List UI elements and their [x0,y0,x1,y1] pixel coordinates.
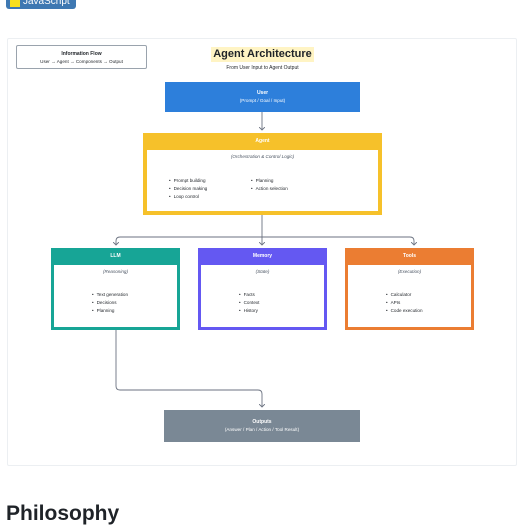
memory-node-body: (State) Facts Context History [201,265,324,327]
language-badge[interactable]: JS JavaScript [6,0,76,9]
agent-node-body: (Orchestration & Control Logic) Prompt b… [147,150,378,211]
information-flow-legend: Information Flow User → Agent → Componen… [16,45,147,69]
llm-node-title: LLM [110,253,121,259]
language-badge-label: JavaScript [23,0,70,7]
llm-node-role: (Reasoning) [102,269,129,274]
user-node: User (Prompt / Goal / Input) [165,82,360,112]
memory-node: Memory (State) Facts Context History [198,248,327,330]
outputs-node-subtitle: (Answer / Plan / Action / Tool Result) [224,427,300,432]
agent-node: Agent (Orchestration & Control Logic) Pr… [143,133,382,215]
agent-items-right: Planning Action selection [251,177,288,193]
outputs-node-title: Outputs [252,419,272,425]
memory-items: Facts Context History [239,291,260,315]
tools-node-body: (Execution) Calculator APIs Code executi… [348,265,471,327]
llm-items: Text generation Decisions Planning [92,291,128,315]
list-item: Facts [239,291,259,299]
list-item: Decisions [92,299,128,307]
tools-node-title: Tools [403,253,416,259]
list-item: History [239,307,259,315]
list-item: Code execution [386,307,423,315]
list-item: Action selection [251,185,288,193]
outputs-node: Outputs (Answer / Plan / Action / Tool R… [164,410,360,442]
agent-items-left: Prompt building Decision making Loop con… [169,177,208,201]
tools-node-role: (Execution) [397,269,422,274]
list-item: Decision making [169,185,208,193]
list-item: Planning [92,307,128,315]
user-node-subtitle: (Prompt / Goal / Input) [239,98,286,103]
list-item: Loop control [169,193,207,201]
list-item: Context [239,299,260,307]
llm-node: LLM (Reasoning) Text generation Decision… [51,248,180,330]
user-node-title: User [256,90,269,96]
diagram-heading: Agent Architecture From User Input to Ag… [180,44,345,71]
list-item: APIs [386,299,423,307]
agent-node-title: Agent [255,138,270,144]
js-logo-icon: JS [10,0,20,7]
list-item: Text generation [92,291,128,299]
memory-node-role: (State) [255,269,270,274]
llm-node-body: (Reasoning) Text generation Decisions Pl… [54,265,177,327]
agent-node-role: (Orchestration & Control Logic) [230,154,295,159]
tools-items: Calculator APIs Code execution [386,291,423,315]
diagram-title: Agent Architecture [211,47,314,62]
diagram-subtitle: From User Input to Agent Output [226,65,299,71]
information-flow-title: Information Flow [61,51,102,57]
memory-node-title: Memory [252,253,273,259]
list-item: Calculator [386,291,423,299]
tools-node: Tools (Execution) Calculator APIs Code e… [345,248,474,330]
section-heading: Philosophy [6,502,120,525]
list-item: Planning [251,177,288,185]
list-item: Prompt building [169,177,207,185]
information-flow-path: User → Agent → Components → Output [40,59,123,64]
